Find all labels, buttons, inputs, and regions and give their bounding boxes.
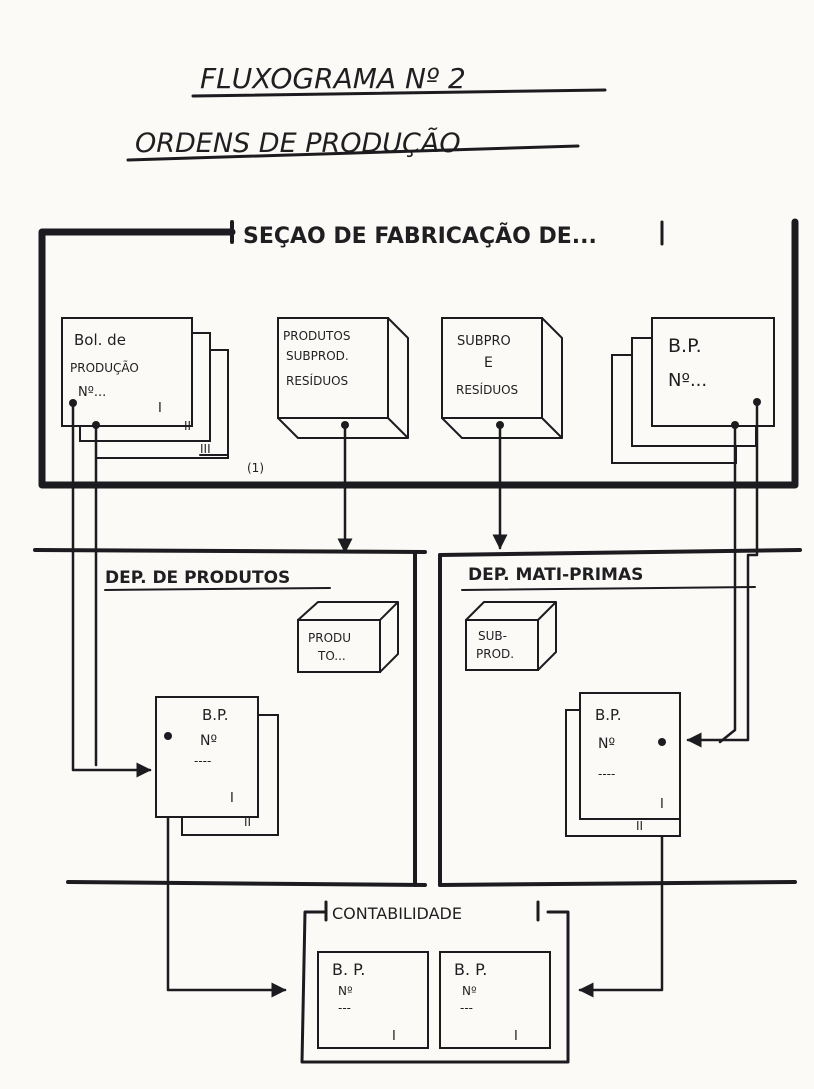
subprod-box-line-2: PROD. xyxy=(476,647,514,661)
boletim-copy-3: III xyxy=(200,442,211,456)
produto-box-line-2: TO... xyxy=(317,649,346,663)
subprod-box-line-1: SUB- xyxy=(478,629,507,643)
section-contabilidade-label: CONTABILIDADE xyxy=(332,904,462,923)
bp-cont2-line-2: Nº xyxy=(462,984,477,998)
bp-prod-line-2: Nº xyxy=(200,733,217,749)
bp-mat-copy-1: I xyxy=(660,797,664,812)
produtos-box-line-2: SUBPROD. xyxy=(286,349,349,363)
bp-fab-line-1: B.P. xyxy=(668,335,702,357)
box-produtos-subprod-residuos: PRODUTOS SUBPROD. RESÍDUOS xyxy=(278,318,408,438)
subpro-box-line-1: SUBPRO xyxy=(457,334,511,349)
bp-mat-line-3: ---- xyxy=(598,767,615,781)
section-fabricacao-label: SEÇAO DE FABRICAÇÃO DE... xyxy=(243,223,597,249)
section-dep-produtos: DEP. DE PRODUTOS PRODU TO... B.P. Nº ---… xyxy=(105,552,415,885)
produto-box-line-1: PRODU xyxy=(308,631,351,645)
bp-prod-copy-2: II xyxy=(244,815,251,829)
bp-fab-line-2: Nº... xyxy=(668,370,707,391)
separator-upper-left xyxy=(35,550,425,552)
note-label: (1) xyxy=(247,461,264,475)
bp-mat-copy-2: II xyxy=(636,819,643,833)
section-produtos-label: DEP. DE PRODUTOS xyxy=(105,568,290,588)
bp-mat-line-2: Nº xyxy=(598,736,615,752)
boletim-copy-2: II xyxy=(184,419,191,433)
bp-cont1-line-2: Nº xyxy=(338,984,353,998)
box-subpro-residuos: SUBPRO E RESÍDUOS xyxy=(442,318,562,438)
bp-cont2-copy: I xyxy=(514,1029,518,1044)
separator-lower-right xyxy=(440,882,795,885)
section-dep-materias: DEP. MATI-PRIMAS SUB- PROD. B.P. Nº ----… xyxy=(440,555,755,885)
produtos-box-line-3: RESÍDUOS xyxy=(286,373,348,388)
page-title: FLUXOGRAMA Nº 2 xyxy=(200,62,466,95)
separator-lower-left xyxy=(68,882,425,885)
bp-cont1-line-3: --- xyxy=(338,1001,351,1015)
boletim-line-3: Nº... xyxy=(78,385,106,400)
boletim-line-1: Bol. de xyxy=(74,331,126,349)
bp-cont1-copy: I xyxy=(392,1029,396,1044)
produtos-box-line-1: PRODUTOS xyxy=(283,329,350,343)
bp-cont2-line-3: --- xyxy=(460,1001,473,1015)
bp-mat-line-1: B.P. xyxy=(595,706,622,724)
bp-prod-copy-1: I xyxy=(230,791,234,806)
bp-prod-line-3: ---- xyxy=(194,754,211,768)
bp-cont2-line-1: B. P. xyxy=(454,960,487,979)
bp-prod-line-1: B.P. xyxy=(202,706,229,724)
section-contabilidade: CONTABILIDADE B. P. Nº --- I B. P. Nº --… xyxy=(302,902,568,1062)
section-materias-label: DEP. MATI-PRIMAS xyxy=(468,565,643,585)
doc-bp-fabricacao: B.P. Nº... xyxy=(612,318,774,463)
bp-cont1-line-1: B. P. xyxy=(332,960,365,979)
subpro-box-line-3: RESÍDUOS xyxy=(456,382,518,397)
boletim-copy-1: I xyxy=(158,401,162,416)
boletim-line-2: PRODUÇÃO xyxy=(70,360,139,375)
doc-boletim-producao: Bol. de PRODUÇÃO Nº... I II III xyxy=(62,318,228,458)
separator-upper-right xyxy=(440,550,800,555)
subpro-box-line-2: E xyxy=(484,355,493,371)
